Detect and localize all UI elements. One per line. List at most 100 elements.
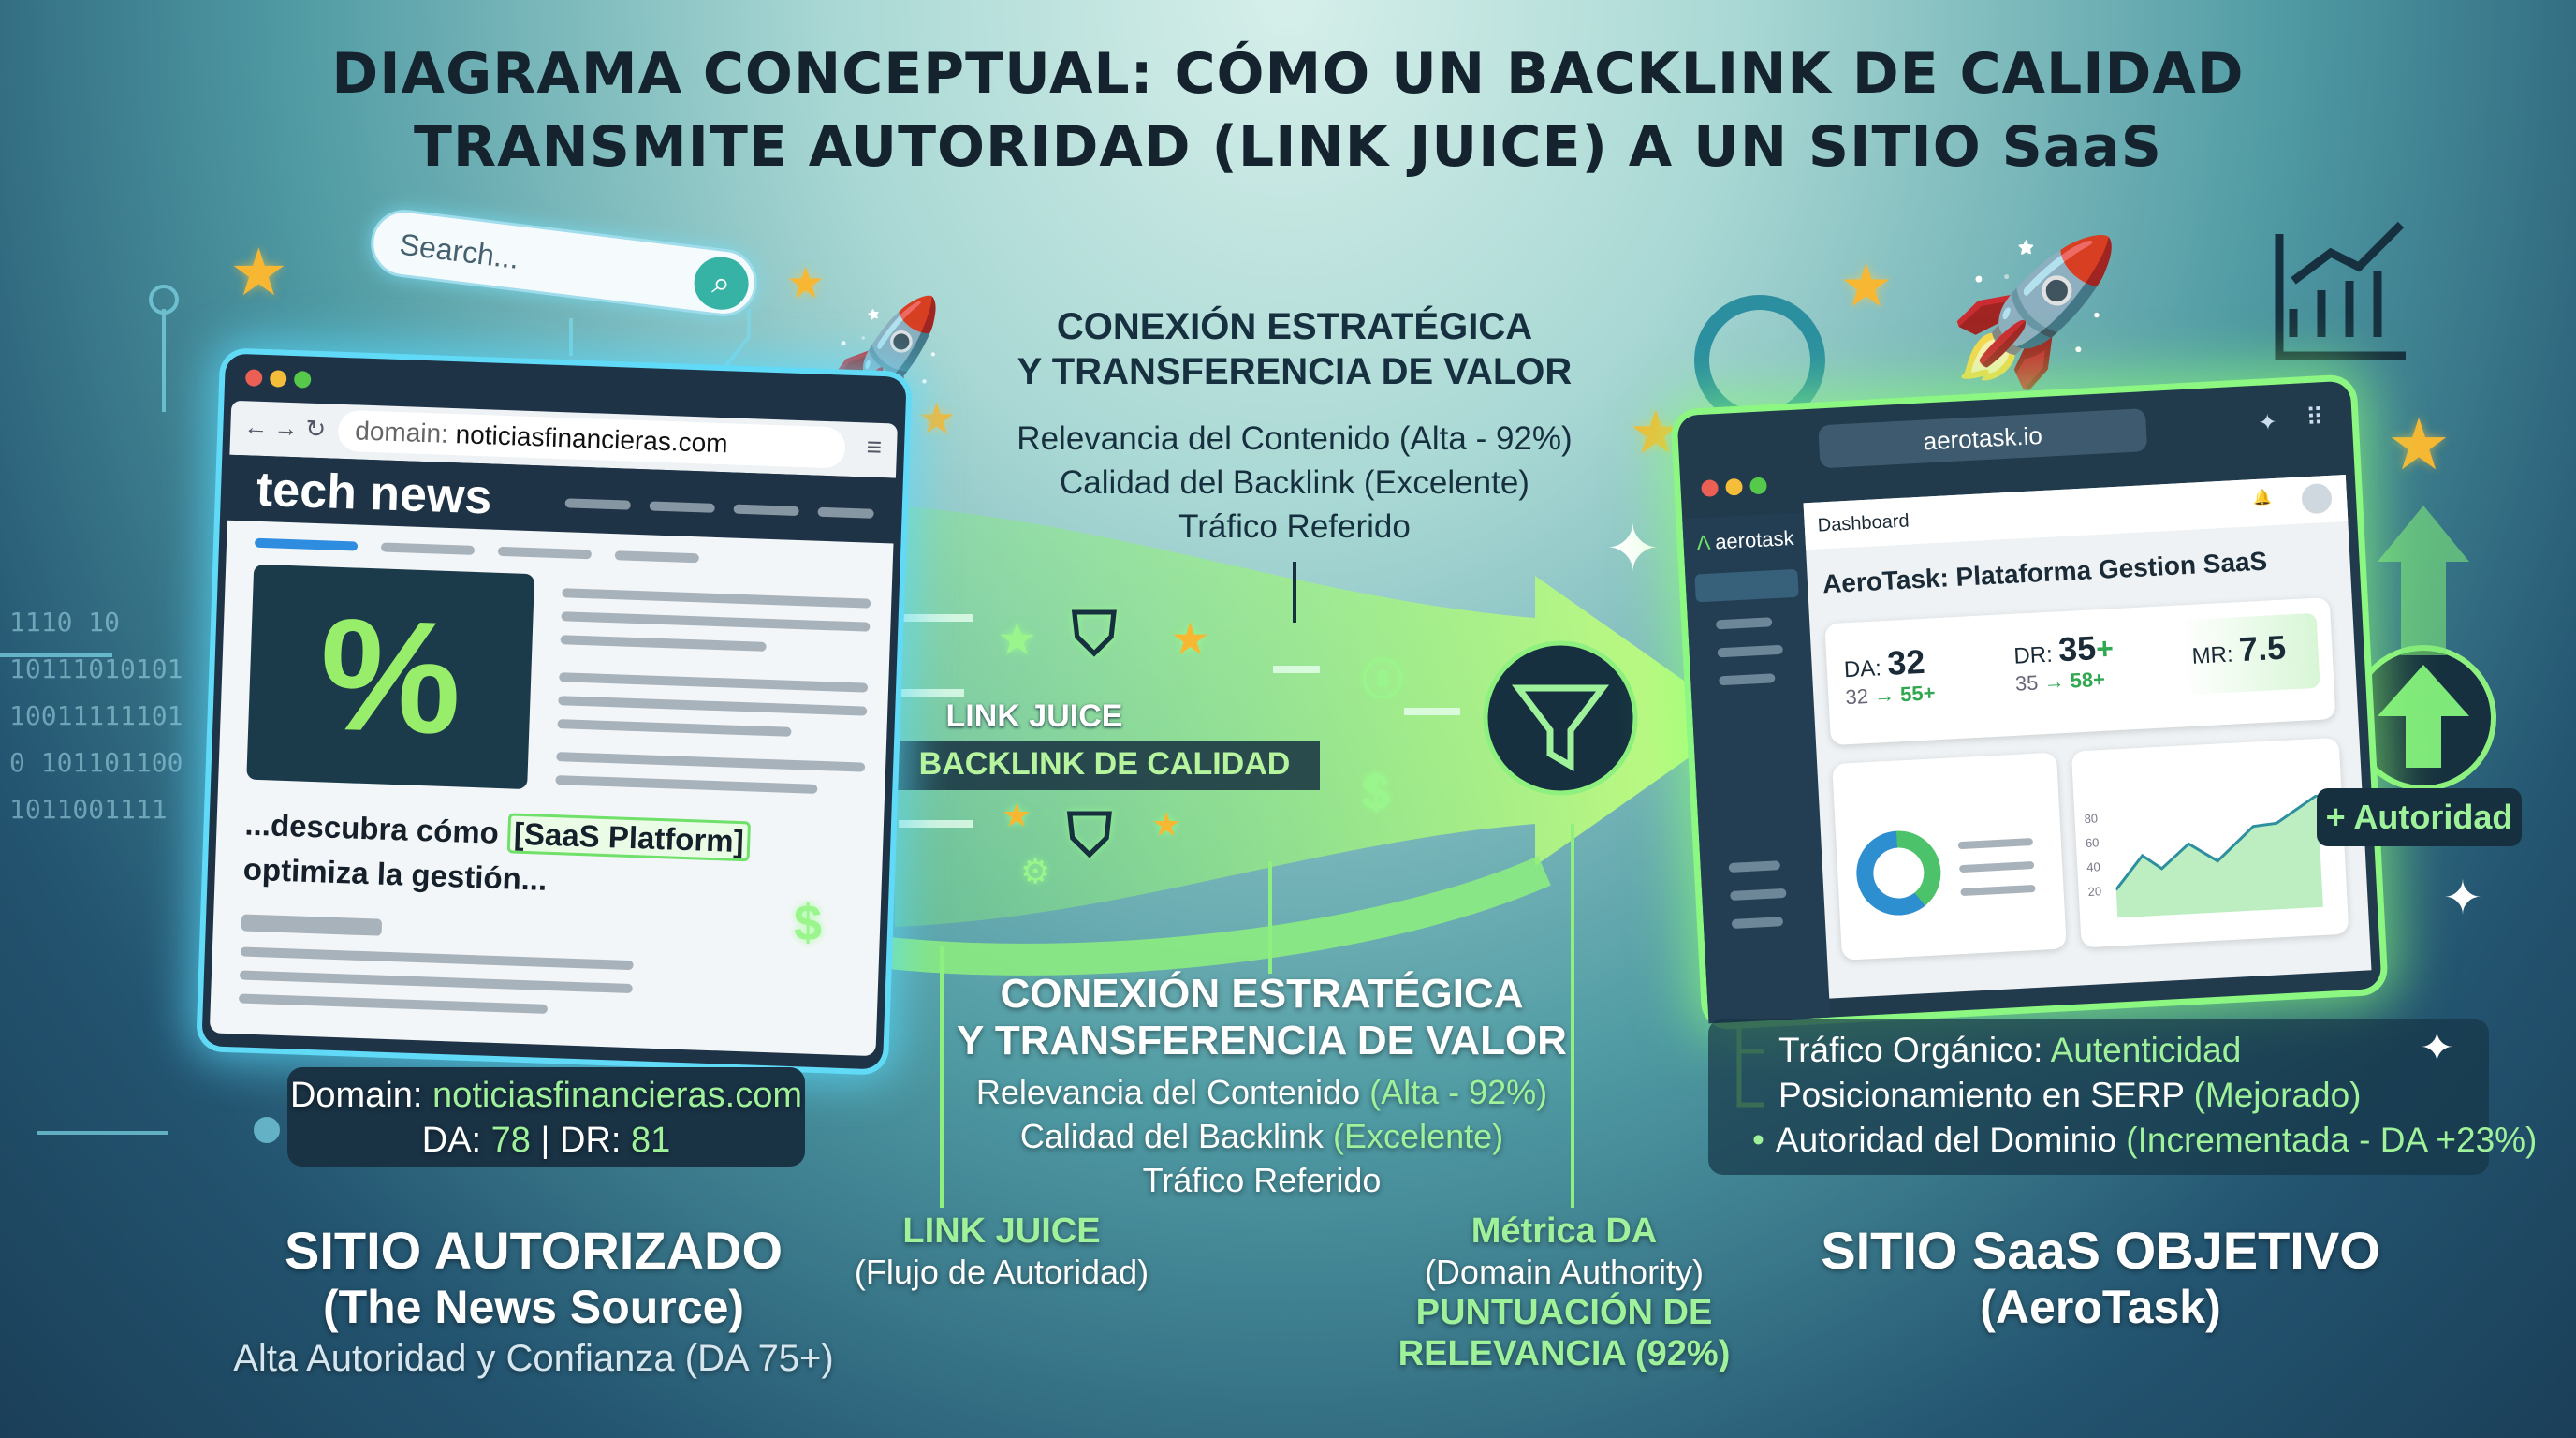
nav-item[interactable] bbox=[649, 501, 715, 513]
star-icon: ★ bbox=[1170, 615, 1211, 665]
bell-icon[interactable]: 🔔 bbox=[2252, 490, 2273, 507]
back-icon[interactable]: ← bbox=[242, 412, 269, 442]
bottom-item-relevance: Relevancia del Contenido (Alta - 92%) bbox=[887, 1070, 1636, 1114]
star-icon: ★ bbox=[786, 258, 826, 307]
title-line-2: TRANSMITE AUTORIDAD (LINK JUICE) A UN SI… bbox=[413, 114, 2163, 180]
sidebar-item[interactable] bbox=[1731, 917, 1784, 929]
minimize-dot[interactable] bbox=[1725, 477, 1743, 496]
target-browser-window: aerotask.io ✦ ⠿ Λ aerotask Dashboard 🔔 A… bbox=[1676, 380, 2382, 1024]
sidebar-item[interactable] bbox=[1717, 644, 1783, 658]
address-bar[interactable]: domain: noticiasfinancieras.com bbox=[337, 409, 846, 469]
binary-line: 0 101101100 bbox=[9, 747, 183, 778]
dollar-coin-icon: ⓢ bbox=[1362, 657, 1403, 703]
dashboard-title: AeroTask: Plataforma Gestion SaaS bbox=[1822, 546, 2268, 599]
dr-from: 35 bbox=[2014, 670, 2040, 696]
gear-icon: ⚙ bbox=[1020, 852, 1051, 890]
organic-traffic-line: Tráfico Orgánico: Autenticidad bbox=[1778, 1028, 2489, 1073]
source-info-box: Domain: noticiasfinancieras.com DA: 78 |… bbox=[287, 1067, 805, 1167]
sidebar-item[interactable] bbox=[1730, 888, 1787, 902]
article-text-start: ...descubra cómo bbox=[243, 806, 508, 851]
dollar-icon: $ bbox=[794, 895, 823, 951]
close-dot[interactable] bbox=[1701, 479, 1720, 498]
metric-dr: DR: 35+ 35 → 58+ bbox=[2012, 627, 2115, 696]
donut-chart bbox=[1854, 829, 1943, 917]
domain-value: noticiasfinancieras.com bbox=[432, 1076, 803, 1115]
separator: | bbox=[540, 1121, 550, 1160]
window-controls bbox=[1701, 477, 1775, 502]
saas-platform-link[interactable]: [SaaS Platform] bbox=[506, 813, 752, 862]
shield-check-icon: ⛉ bbox=[1072, 600, 1117, 668]
source-browser-window: ← → ↻ domain: noticiasfinancieras.com ≡ … bbox=[201, 353, 907, 1070]
logo-text: aerotask bbox=[1714, 525, 1795, 554]
circuit-lines bbox=[0, 285, 751, 1143]
url-text: aerotask.io bbox=[1922, 420, 2043, 456]
binary-line: 10011111101 bbox=[9, 700, 183, 731]
dr-value: 35 bbox=[2057, 628, 2098, 669]
maximize-dot[interactable] bbox=[1749, 477, 1767, 495]
window-controls bbox=[244, 369, 319, 393]
source-title: SITIO AUTORIZADO bbox=[285, 1221, 783, 1280]
avatar[interactable] bbox=[2301, 482, 2333, 515]
target-subtitle: (AeroTask) bbox=[1980, 1281, 2221, 1333]
binary-line: 10111010101 bbox=[9, 653, 183, 684]
domain-authority-value: (Incrementada - DA +23%) bbox=[2126, 1121, 2538, 1159]
article-text: ...descubra cómo [SaaS Platform]optimiza… bbox=[242, 802, 872, 914]
bottom-item-traffic: Tráfico Referido bbox=[1142, 1161, 1382, 1199]
close-dot[interactable] bbox=[244, 369, 263, 387]
reload-icon[interactable]: ↻ bbox=[304, 414, 327, 444]
tick-label: 80 bbox=[2084, 811, 2099, 827]
maximize-dot[interactable] bbox=[293, 371, 312, 389]
quality-value: (Excelente) bbox=[1333, 1117, 1504, 1155]
search-input[interactable]: Search... bbox=[398, 227, 521, 275]
forward-icon[interactable]: → bbox=[272, 413, 299, 443]
site-logo[interactable]: tech news bbox=[256, 462, 493, 525]
sidebar-item[interactable] bbox=[1719, 673, 1776, 686]
sidebar-item[interactable] bbox=[1728, 860, 1781, 873]
da-value: 32 bbox=[1886, 641, 1926, 682]
sidebar-logo[interactable]: Λ aerotask bbox=[1696, 526, 1794, 555]
relevance-score-line-2: RELEVANCIA (92%) bbox=[1398, 1334, 1731, 1373]
shield-check-icon: ⛉ bbox=[1067, 801, 1112, 869]
serp-value: (Mejorado) bbox=[2193, 1076, 2362, 1114]
menu-icon[interactable]: ≡ bbox=[866, 432, 883, 462]
quality-label: Calidad del Backlink bbox=[1019, 1117, 1334, 1155]
apps-grid-icon[interactable]: ⠿ bbox=[2305, 403, 2325, 433]
domain-label: Domain: bbox=[289, 1076, 433, 1115]
address-bar[interactable]: aerotask.io bbox=[1818, 408, 2148, 469]
metric-caption: Métrica DA (Domain Authority) PUNTUACIÓN… bbox=[1377, 1210, 1751, 1374]
nav-item[interactable] bbox=[564, 498, 631, 510]
nav-item[interactable] bbox=[817, 506, 874, 519]
metrics-card: DA: 32 32 → 55+ DR: 35+ 35 → 58+ MR: 7.5 bbox=[1824, 597, 2336, 746]
chart-line bbox=[2115, 794, 2319, 891]
mr-value: 7.5 bbox=[2237, 627, 2288, 669]
target-info-box: Tráfico Orgánico: Autenticidad Posiciona… bbox=[1708, 1019, 2537, 1175]
donut-card bbox=[1832, 752, 2067, 961]
flow-band bbox=[895, 506, 1741, 927]
dr-label: DR: bbox=[559, 1121, 631, 1160]
star-icon: ★ bbox=[1629, 399, 1683, 466]
url-text: noticiasfinancieras.com bbox=[455, 419, 729, 459]
percent-icon: % bbox=[316, 585, 465, 769]
minimize-dot[interactable] bbox=[269, 370, 287, 388]
dr-to: 58+ bbox=[2069, 667, 2106, 693]
bottom-center-text: CONEXIÓN ESTRATÉGICA Y TRANSFERENCIA DE … bbox=[887, 971, 1636, 1202]
refresh-icon bbox=[1694, 295, 1825, 426]
top-title-2: Y TRANSFERENCIA DE VALOR bbox=[1017, 351, 1573, 392]
nav-item[interactable] bbox=[733, 504, 799, 516]
sparkle-icon: ✦ bbox=[2257, 409, 2278, 436]
link-juice-caption: LINK JUICE (Flujo de Autoridad) bbox=[833, 1210, 1170, 1292]
da-value: 78 bbox=[490, 1121, 531, 1160]
top-item-traffic: Tráfico Referido bbox=[1178, 508, 1411, 545]
link-juice-subtitle: (Flujo de Autoridad) bbox=[854, 1253, 1149, 1291]
sidebar-item[interactable] bbox=[1715, 617, 1773, 630]
metric-da: DA: 32 32 → 55+ bbox=[1843, 641, 1936, 710]
sidebar-item-home[interactable] bbox=[1694, 568, 1799, 603]
domain-authority-label: Autoridad del Dominio bbox=[1775, 1121, 2127, 1159]
up-arrow-icon bbox=[2378, 665, 2469, 768]
search-icon[interactable]: ⌕ bbox=[691, 254, 752, 313]
authority-badge: + Autoridad bbox=[2317, 788, 2522, 846]
top-item-quality: Calidad del Backlink (Excelente) bbox=[1060, 464, 1530, 501]
